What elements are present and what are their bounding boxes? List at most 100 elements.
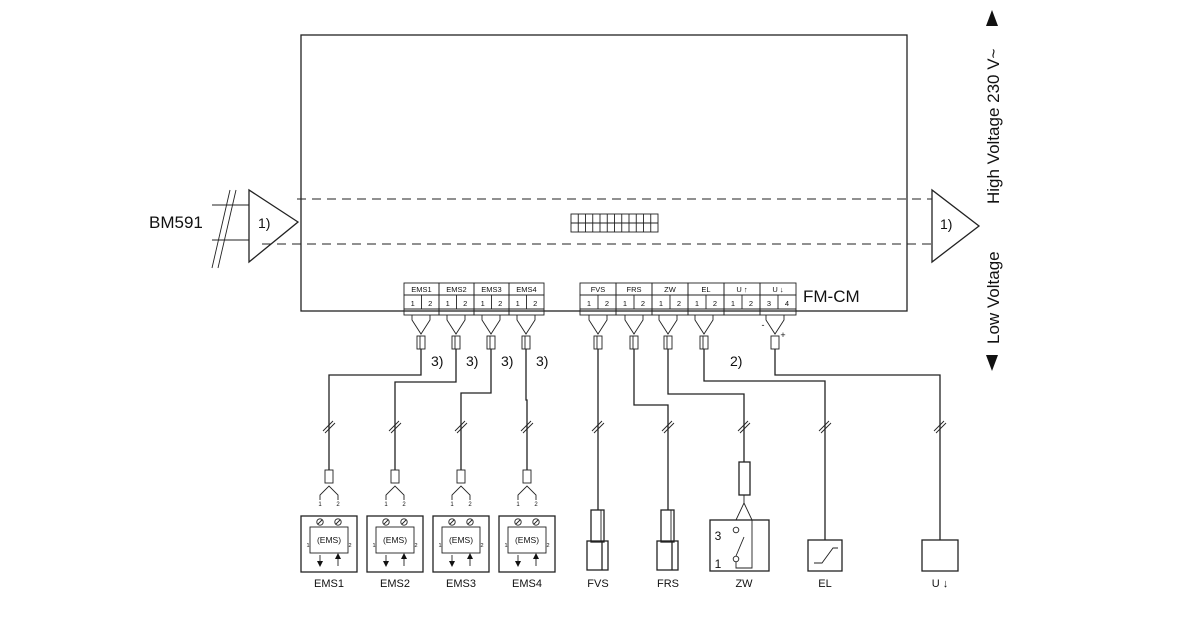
sensor-probe [590,509,605,543]
cable-fork [451,485,471,500]
arrow-down-icon [449,561,455,567]
el-cable [694,315,832,540]
ems-inner-label: (EMS) [383,535,407,545]
arrow-down-icon [317,561,323,567]
sensor-label: FVS [587,578,608,590]
el-box [807,539,843,572]
terminal-pin-label: 2 [605,299,609,308]
terminal-pin-label: 2 [749,299,753,308]
cable-break-mark [737,420,749,432]
ems-wire [394,349,457,470]
cable-fork [765,315,785,335]
bus-note-left: 1) [258,215,270,231]
cable-plug [629,335,639,350]
cable-plug [521,335,531,350]
terminal-screw-row [723,308,761,316]
u-device: U ↓ [921,539,959,590]
u-wire [774,349,941,540]
cable-fork [517,485,537,500]
terminal-pin-label: 2 [428,299,432,308]
terminal-screw-row [579,308,617,316]
fvs-sensor: FVS [586,509,609,590]
terminal-pin-label: 1 [446,299,450,308]
ems-device-box [498,515,556,573]
terminal-pin-label: 2 [677,299,681,308]
el-wire [703,349,826,540]
cable-plug [522,469,532,484]
cable-break-mark [818,420,830,432]
ems-sub-label: 1 [372,543,375,549]
frs-wire [633,349,669,510]
bus-note-right: 1) [940,216,952,232]
cable-break-mark [322,420,334,432]
cable-plug [593,335,603,350]
cable-plug [324,469,334,484]
frs-cable [624,315,675,510]
ems-sub-label: 1 [438,543,441,549]
terminal-pin-label: 2 [641,299,645,308]
bus-connector-right [931,188,981,264]
arrow-up-icon [467,553,473,559]
sensor-probe [660,509,675,543]
cable-plug [699,335,709,350]
cable-break-mark [739,422,751,434]
terminal-screw-row [651,308,689,316]
switch-contact [732,526,740,534]
u-device-label: U ↓ [932,578,949,590]
cable-fork [516,315,536,335]
terminal-pin-label: 2 [713,299,717,308]
cable-fork [446,315,466,335]
terminal-screw-row [687,308,725,316]
cable-fork [694,315,714,335]
terminal-screw-row [403,308,440,316]
screw-icon [382,518,390,526]
ems-wire [525,349,528,470]
cable-break-mark [593,422,605,434]
terminal-pin-label: 1 [516,299,520,308]
cable-plug [390,469,400,484]
screw-icon [514,518,522,526]
ems-device-inner [507,526,547,554]
terminal-header-label: EMS1 [411,285,431,294]
cable-break-mark [522,422,534,434]
cable-break-mark [935,422,947,434]
note-2-label: 2) [730,353,742,369]
ems-device-inner [441,526,481,554]
terminal-header-label: EMS4 [516,285,536,294]
note-3-label: 3) [466,353,478,369]
note-3-label: 3) [501,353,513,369]
terminal-pin-label: 2 [463,299,467,308]
terminal-screw-row [615,308,653,316]
frs-sensor: FRS [656,509,679,590]
terminal-pin-label: 1 [587,299,591,308]
fm-cm-label: FM-CM [803,287,860,306]
note-3-label: 3) [536,353,548,369]
ems-inner-label: (EMS) [515,535,539,545]
terminal-pin-label: 3 [767,299,771,308]
terminal-header-label: FRS [627,285,642,294]
arrow-down-icon [515,561,521,567]
bm591-label: BM591 [149,213,203,232]
ems-wire [460,349,492,470]
ems-wire [328,349,422,470]
terminal-pin-label: 4 [785,299,789,308]
screw-icon [316,518,324,526]
device-pin-label: 1 [318,502,322,508]
terminal-header-label: EMS3 [481,285,501,294]
cable-break-mark [520,420,532,432]
device-pin-label: 1 [516,502,520,508]
cable-fork [624,315,644,335]
terminal-pin-label: 1 [659,299,663,308]
zw-lead [743,502,753,521]
